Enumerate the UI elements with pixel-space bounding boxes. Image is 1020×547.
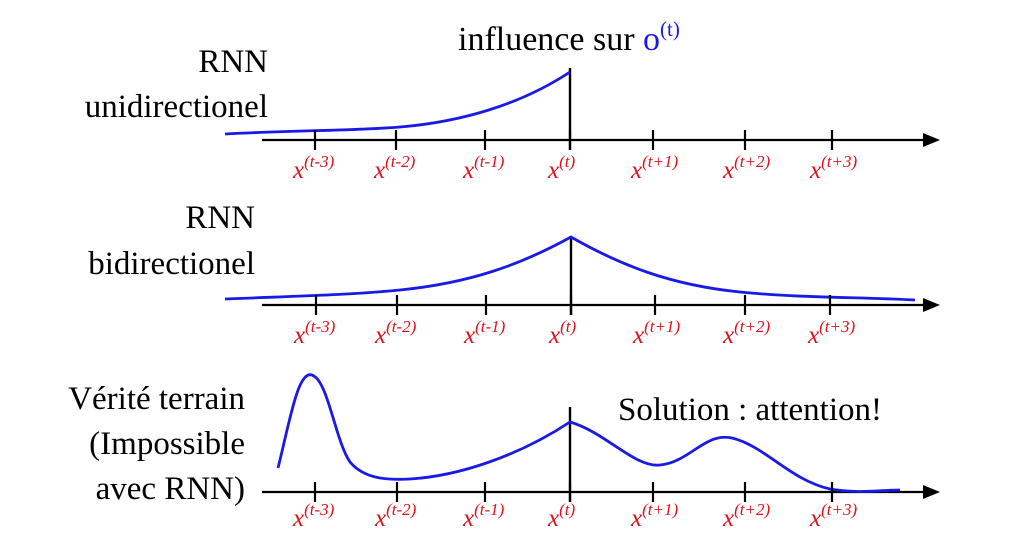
tick-label-base: x — [292, 505, 304, 532]
tick-label-base: x — [722, 505, 734, 532]
solution-text: Solution : attention! — [618, 392, 882, 428]
ground-truth-curve — [276, 373, 901, 493]
tick-label: x(t+3) — [809, 152, 857, 184]
tick-label-superscript: (t-3) — [305, 317, 336, 336]
tick-label-superscript: (t+1) — [644, 317, 680, 336]
tick-label-superscript: (t-3) — [304, 152, 335, 171]
tick-label: x(t-1) — [463, 317, 506, 349]
panel-label-line-2: bidirectionel — [88, 246, 255, 282]
panel-bidirectional: RNN bidirectionel x(t-3)x(t-2)x(t-1)x(t)… — [88, 200, 940, 349]
tick-label: x(t-1) — [462, 152, 505, 184]
tick-label-superscript: (t+2) — [734, 317, 770, 336]
tick-label-superscript: (t+3) — [819, 317, 855, 336]
tick-label: x(t-3) — [293, 317, 336, 349]
panel-unidirectional: RNN unidirectionel x(t-3)x(t-2)x(t-1)x(t… — [85, 44, 940, 184]
tick-label: x(t-2) — [373, 152, 416, 184]
tick-label-superscript: (t-1) — [474, 500, 505, 519]
influence-curve — [224, 235, 916, 302]
tick-label: x(t+3) — [807, 317, 855, 349]
tick-label-base: x — [807, 322, 819, 349]
tick-label-superscript: (t+1) — [642, 152, 678, 171]
tick-label-base: x — [809, 157, 821, 184]
diagram-title: influence sur o(t) — [458, 17, 680, 58]
tick-label-base: x — [293, 322, 305, 349]
tick-label: x(t-2) — [374, 500, 417, 532]
tick-label-base: x — [547, 157, 559, 184]
panel-label-line-1: Vérité terrain — [68, 381, 245, 417]
tick-label: x(t+1) — [630, 152, 678, 184]
tick-label-base: x — [548, 322, 560, 349]
tick-label-superscript: (t) — [559, 500, 575, 519]
title-o-letter: o — [643, 21, 660, 58]
panel-label-line-2: (Impossible — [89, 426, 245, 462]
axis-arrowhead — [923, 133, 940, 147]
tick-label-base: x — [809, 505, 821, 532]
tick-label-base: x — [462, 157, 474, 184]
tick-label: x(t-2) — [374, 317, 417, 349]
tick-label-base: x — [292, 157, 304, 184]
tick-label-superscript: (t-2) — [385, 152, 416, 171]
tick-label-base: x — [374, 505, 386, 532]
panel-label-line-3: avec RNN) — [96, 471, 245, 507]
tick-label: x(t+2) — [722, 152, 770, 184]
tick-label-superscript: (t-2) — [386, 317, 417, 336]
tick-label-base: x — [463, 322, 475, 349]
tick-label: x(t+2) — [722, 500, 770, 532]
tick-label-superscript: (t) — [560, 317, 576, 336]
tick-label-superscript: (t+3) — [821, 152, 857, 171]
tick-label: x(t+3) — [809, 500, 857, 532]
tick-label-base: x — [547, 505, 559, 532]
tick-label-base: x — [630, 505, 642, 532]
title-prefix: influence sur — [458, 21, 643, 58]
tick-label-base: x — [632, 322, 644, 349]
tick-label: x(t-3) — [292, 152, 335, 184]
tick-label-superscript: (t+1) — [642, 500, 678, 519]
tick-label-superscript: (t+3) — [821, 500, 857, 519]
tick-label: x(t) — [547, 500, 575, 532]
panel-label-line-1: RNN — [198, 44, 268, 80]
tick-label-superscript: (t+2) — [734, 500, 770, 519]
tick-label-superscript: (t+2) — [734, 152, 770, 171]
panel-ground-truth: Vérité terrain (Impossible avec RNN) Sol… — [68, 373, 940, 532]
tick-label: x(t+2) — [722, 317, 770, 349]
tick-label: x(t-1) — [462, 500, 505, 532]
tick-label-base: x — [373, 157, 385, 184]
tick-label-base: x — [630, 157, 642, 184]
tick-label-base: x — [722, 322, 734, 349]
tick-label: x(t+1) — [630, 500, 678, 532]
tick-label-base: x — [722, 157, 734, 184]
tick-label: x(t) — [548, 317, 576, 349]
tick-label-base: x — [462, 505, 474, 532]
tick-label-superscript: (t) — [559, 152, 575, 171]
tick-label-superscript: (t-2) — [386, 500, 417, 519]
tick-label: x(t-3) — [292, 500, 335, 532]
tick-label-superscript: (t-1) — [474, 152, 505, 171]
tick-label-base: x — [374, 322, 386, 349]
tick-label: x(t) — [547, 152, 575, 184]
tick-label-superscript: (t-3) — [304, 500, 335, 519]
tick-label: x(t+1) — [632, 317, 680, 349]
panel-label-line-1: RNN — [185, 200, 255, 236]
influence-curve — [224, 70, 571, 136]
axis-arrowhead — [923, 485, 940, 499]
tick-label-superscript: (t-1) — [475, 317, 506, 336]
panel-label-line-2: unidirectionel — [85, 89, 268, 125]
axis-arrowhead — [923, 298, 940, 312]
title-o-superscript: (t) — [660, 17, 680, 41]
